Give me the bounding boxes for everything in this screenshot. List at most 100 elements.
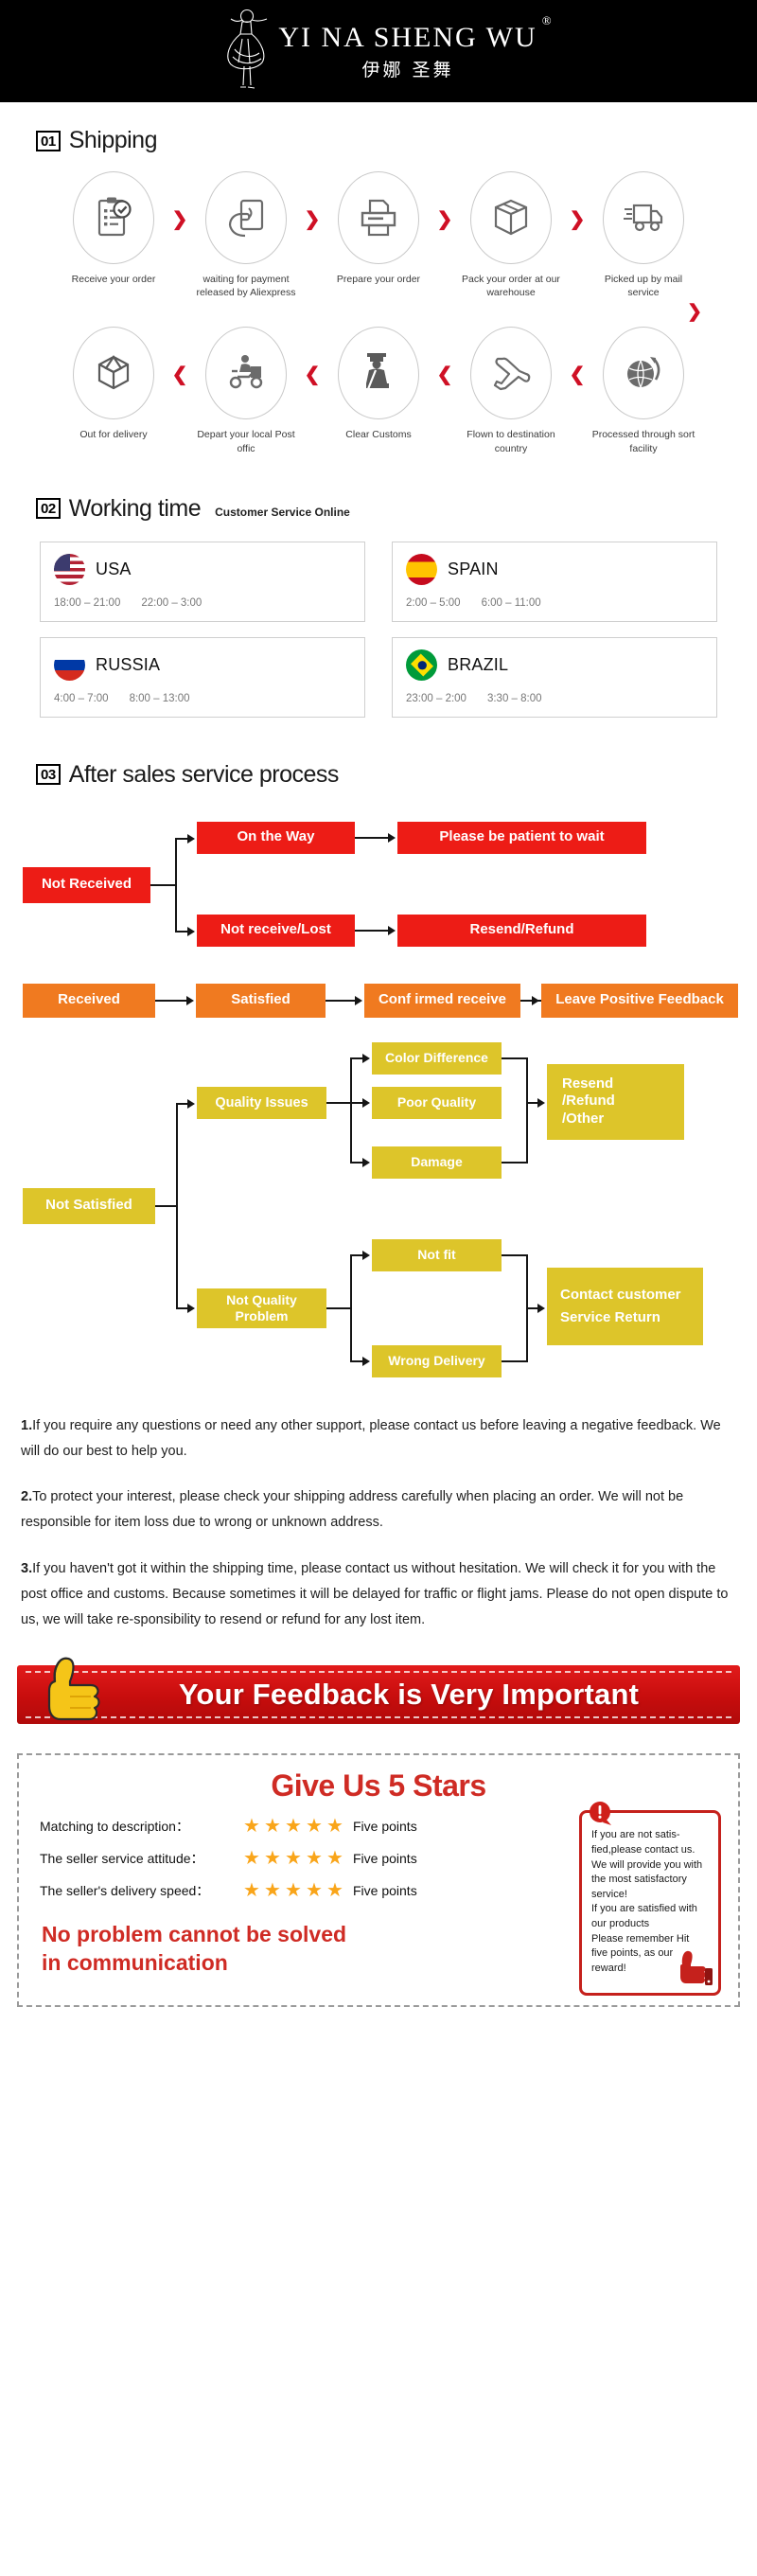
shipping-step-badge xyxy=(205,327,287,420)
red-flowchart: Not Received On the Way Please be patien… xyxy=(0,813,757,955)
rating-row-label: Matching to description： xyxy=(40,1819,189,1835)
not-quality-line-2: Problem xyxy=(235,1307,289,1324)
shipping-step: Out for delivery xyxy=(58,327,169,441)
flag-spain-icon xyxy=(406,553,437,585)
country-name: BRAZIL xyxy=(448,654,509,674)
satisfaction-warning-text: If you are not satis- fied,please contac… xyxy=(591,1828,711,1976)
flow-node-not-satisfied: Not Satisfied xyxy=(23,1187,155,1224)
flow-node-quality-issues: Quality Issues xyxy=(197,1086,326,1119)
flow-node-on-the-way: On the Way xyxy=(197,821,355,854)
star-rating[interactable]: ★★★★★ xyxy=(243,1815,344,1837)
warning-line-4: the most satisfactory xyxy=(591,1874,687,1886)
star-rating[interactable]: ★★★★★ xyxy=(243,1879,344,1901)
shipping-step: Clear Customs xyxy=(323,327,434,441)
flag-russia-icon xyxy=(54,648,85,681)
shipping-step: Processed through sort facility xyxy=(588,327,699,454)
slogan-line-2: in communication xyxy=(42,1950,228,1976)
feedback-banner-bar: Your Feedback is Very Important xyxy=(17,1665,740,1725)
slogan-line-1: No problem cannot be solved xyxy=(42,1922,347,1947)
chevron-right-icon: ❯ xyxy=(171,209,188,230)
chevron-left-icon: ❮ xyxy=(436,364,453,386)
feedback-banner: Your Feedback is Very Important xyxy=(9,1653,748,1736)
yellow-flowchart: Not Satisfied Quality Issues Color Diffe… xyxy=(0,1041,757,1377)
package-box-icon xyxy=(494,199,528,236)
flow-node-satisfied: Satisfied xyxy=(196,983,326,1018)
working-hours-slot-1: 2:00 – 5:00 xyxy=(406,596,461,609)
after-sales-section-number: 03 xyxy=(36,764,61,786)
working-hours-slot-1: 4:00 – 7:00 xyxy=(54,692,109,704)
shipping-steps-row-2: Out for delivery ❮ Depart your local Pos… xyxy=(0,327,757,454)
flow-node-color-difference: Color Difference xyxy=(372,1041,502,1075)
working-hours-slot-2: 22:00 – 3:00 xyxy=(141,596,202,609)
policy-note-3-text: If you haven't got it within the shippin… xyxy=(21,1560,729,1627)
country-name: RUSSIA xyxy=(96,654,161,674)
shipping-step-label: Flown to destination country xyxy=(467,429,555,454)
shipping-step: Receive your order xyxy=(58,171,169,286)
shipping-step-badge xyxy=(603,327,684,420)
flow-node-please-wait: Please be patient to wait xyxy=(397,821,646,854)
star-icon[interactable]: ★ xyxy=(243,1847,260,1869)
chevron-down-icon: ❯ xyxy=(687,302,702,323)
shipping-steps-row-1: Receive your order ❯ waiting for payment… xyxy=(0,171,757,299)
shipping-step-label: waiting for payment released by Aliexpre… xyxy=(196,274,296,299)
flag-usa-icon xyxy=(54,553,85,585)
star-icon[interactable]: ★ xyxy=(306,1847,323,1869)
shipping-step: Depart your local Post offic xyxy=(190,327,302,454)
star-icon[interactable]: ★ xyxy=(285,1847,302,1869)
working-hours-slot-1: 18:00 – 21:00 xyxy=(54,596,121,609)
working-time-section-heading: 02 Working time Customer Service Online xyxy=(0,495,757,523)
working-hours-slot-1: 23:00 – 2:00 xyxy=(406,692,467,704)
star-icon[interactable]: ★ xyxy=(326,1847,343,1869)
contact-line-1: Contact customer xyxy=(560,1286,681,1303)
rating-row-label: The seller's delivery speed： xyxy=(40,1883,210,1899)
rating-row: The seller's delivery speed： ★★★★★ Five … xyxy=(19,1881,738,1900)
star-rating[interactable]: ★★★★★ xyxy=(243,1847,344,1869)
brand-name-cn: 伊娜 圣舞 xyxy=(361,59,454,80)
dancer-silhouette-icon xyxy=(227,9,268,89)
communication-slogan: No problem cannot be solved in communica… xyxy=(19,1921,426,1978)
contact-line-2: Service Return xyxy=(560,1308,660,1325)
rating-row-label: The seller service attitude： xyxy=(40,1851,204,1867)
shipping-section-title: Shipping xyxy=(68,127,158,153)
policy-note-1-text: If you require any questions or need any… xyxy=(21,1417,721,1459)
star-icon[interactable]: ★ xyxy=(264,1847,281,1869)
registered-mark: ® xyxy=(541,12,554,27)
satisfaction-warning-box: If you are not satis- fied,please contac… xyxy=(579,1802,721,1997)
chevron-left-icon: ❮ xyxy=(569,364,586,386)
shipping-step-label: Picked up by mail service xyxy=(604,274,683,299)
chevron-left-icon: ❮ xyxy=(171,364,188,386)
chevron-right-icon: ❯ xyxy=(304,209,321,230)
shipping-step-badge xyxy=(73,327,154,420)
warning-line-1: If you are not satis- xyxy=(591,1829,680,1841)
star-icon[interactable]: ★ xyxy=(264,1815,281,1837)
shipping-step-badge xyxy=(73,171,154,264)
shipping-step-badge xyxy=(470,327,552,420)
flow-node-poor-quality: Poor Quality xyxy=(372,1086,502,1119)
star-icon[interactable]: ★ xyxy=(326,1879,343,1901)
airplane-icon xyxy=(493,357,531,391)
star-icon[interactable]: ★ xyxy=(285,1815,302,1837)
star-icon[interactable]: ★ xyxy=(326,1815,343,1837)
shipping-step-badge xyxy=(205,171,287,264)
shipping-step-badge xyxy=(338,171,419,264)
flow-node-damage: Damage xyxy=(372,1146,502,1179)
give-us-5-stars-title: Give Us 5 Stars xyxy=(271,1768,486,1803)
star-icon[interactable]: ★ xyxy=(243,1815,260,1837)
star-icon[interactable]: ★ xyxy=(243,1879,260,1901)
rating-points-label: Five points xyxy=(353,1851,417,1867)
working-hours-slot-2: 8:00 – 13:00 xyxy=(129,692,190,704)
star-icon[interactable]: ★ xyxy=(306,1879,323,1901)
warning-line-8: Please remember Hit xyxy=(591,1932,690,1945)
star-icon[interactable]: ★ xyxy=(306,1815,323,1837)
orange-flowchart: Received Satisfied Conf irmed receive Le… xyxy=(0,976,757,1025)
star-icon[interactable]: ★ xyxy=(264,1879,281,1901)
warning-line-10: reward! xyxy=(591,1962,626,1974)
shipping-step-badge xyxy=(603,171,684,264)
country-name: SPAIN xyxy=(448,559,499,578)
star-icon[interactable]: ★ xyxy=(285,1879,302,1901)
resend-line-3: /Other xyxy=(562,1110,605,1128)
policy-note-1: 1.If you require any questions or need a… xyxy=(21,1413,736,1465)
working-hours-slot-2: 6:00 – 11:00 xyxy=(481,596,541,609)
working-time-card-spain: SPAIN 2:00 – 5:00 6:00 – 11:00 xyxy=(392,541,717,622)
rating-points-label: Five points xyxy=(353,1883,417,1899)
